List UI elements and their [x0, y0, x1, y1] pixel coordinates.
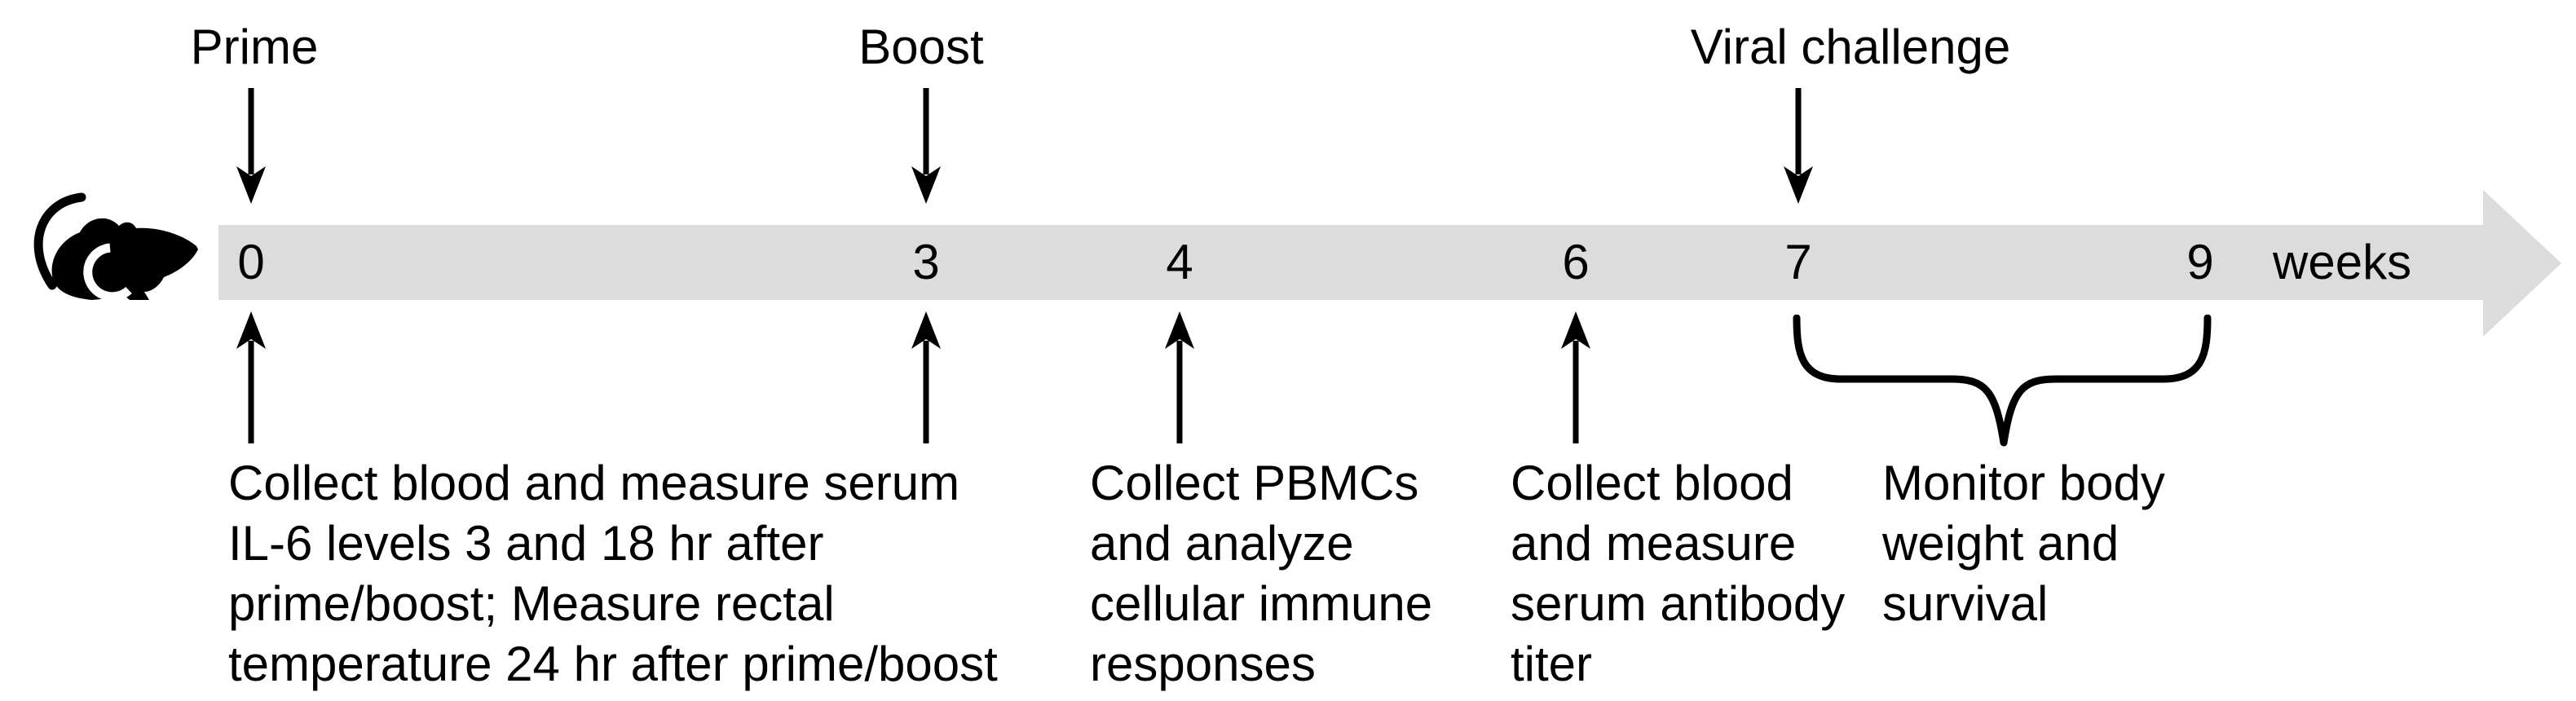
up-arrow-week-0-icon — [236, 311, 266, 443]
note-line: prime/boost; Measure rectal — [228, 576, 835, 631]
mouse-icon — [33, 192, 198, 302]
up-arrow-week-4-icon — [1165, 311, 1194, 443]
up-arrow-week-3-icon — [911, 311, 941, 443]
note-line: IL-6 levels 3 and 18 hr after — [228, 516, 824, 571]
note-line: Collect PBMCs — [1090, 456, 1419, 510]
note-line: serum antibody — [1511, 576, 1846, 631]
note-line: Collect blood — [1511, 456, 1793, 510]
viral-challenge-label: Viral challenge — [1690, 20, 2011, 74]
down-arrow-week-7-icon — [1784, 88, 1813, 204]
week-tick-3: 3 — [912, 235, 940, 289]
down-arrow-week-3-icon — [911, 88, 941, 204]
note-line: responses — [1090, 637, 1316, 691]
note-prime-boost-sampling: Collect blood and measure serum IL-6 lev… — [228, 453, 998, 694]
note-line: cellular immune — [1090, 576, 1433, 631]
weeks-unit-label: weeks — [2273, 235, 2412, 289]
week-tick-7: 7 — [1784, 235, 1812, 289]
prime-label: Prime — [190, 20, 319, 74]
note-pbmc-collection: Collect PBMCs and analyze cellular immun… — [1090, 453, 1432, 694]
week-tick-9: 9 — [2186, 235, 2214, 289]
up-arrow-week-6-icon — [1561, 311, 1590, 443]
timeline-arrowhead-icon — [2483, 190, 2561, 337]
week-tick-0: 0 — [237, 235, 265, 289]
note-line: survival — [1882, 576, 2049, 631]
note-line: Collect blood and measure serum — [228, 456, 960, 510]
note-line: weight and — [1882, 516, 2119, 571]
note-line: and measure — [1511, 516, 1797, 571]
note-line: temperature 24 hr after prime/boost — [228, 637, 998, 691]
note-antibody-titer: Collect blood and measure serum antibody… — [1511, 453, 1845, 694]
monitor-span-brace-icon — [1793, 315, 2212, 447]
note-line: titer — [1511, 637, 1593, 691]
timeline-bar — [218, 225, 2485, 300]
note-monitor-body-weight: Monitor body weight and survival — [1882, 453, 2165, 634]
note-line: Monitor body — [1882, 456, 2165, 510]
week-tick-6: 6 — [1562, 235, 1590, 289]
note-line: and analyze — [1090, 516, 1354, 571]
boost-label: Boost — [858, 20, 984, 74]
week-tick-4: 4 — [1166, 235, 1193, 289]
down-arrow-week-0-icon — [236, 88, 266, 204]
